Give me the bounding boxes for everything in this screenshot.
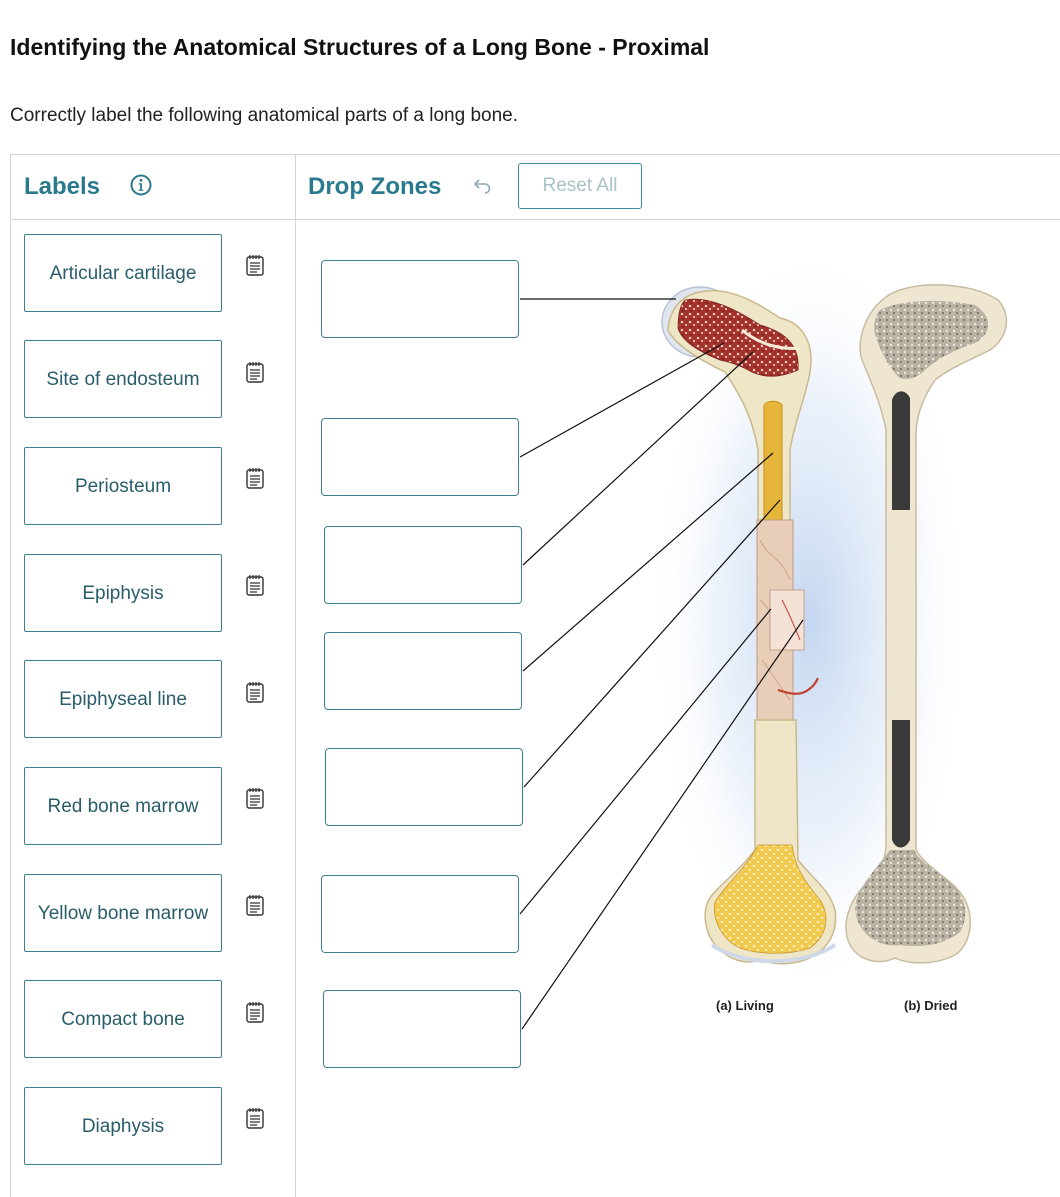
notepad-icon[interactable] <box>245 467 265 489</box>
info-circle-icon[interactable] <box>130 174 152 196</box>
caption-living: (a) Living <box>716 998 774 1013</box>
dried-bone <box>845 284 1008 964</box>
living-bone <box>661 286 837 965</box>
notepad-icon[interactable] <box>245 361 265 383</box>
notepad-icon[interactable] <box>245 1001 265 1023</box>
leader-lines <box>519 298 804 1030</box>
label-periosteum[interactable]: Periosteum <box>24 447 222 525</box>
drop-zone-7[interactable] <box>323 990 521 1068</box>
label-compact-bone[interactable]: Compact bone <box>24 980 222 1058</box>
drop-zones-panel <box>295 154 1060 1197</box>
instructions: Correctly label the following anatomical… <box>10 105 519 126</box>
label-articular-cartilage[interactable]: Articular cartilage <box>24 234 222 312</box>
page-title: Identifying the Anatomical Structures of… <box>10 34 710 60</box>
notepad-icon[interactable] <box>245 574 265 596</box>
label-diaphysis[interactable]: Diaphysis <box>24 1087 222 1165</box>
labels-panel <box>10 154 296 1197</box>
drop-zone-4[interactable] <box>324 632 522 710</box>
caption-dried: (b) Dried <box>904 998 958 1013</box>
panel-header-divider <box>10 219 1060 220</box>
drop-zone-1[interactable] <box>321 260 519 338</box>
drop-zone-6[interactable] <box>321 875 519 953</box>
drop-zones-heading: Drop Zones <box>308 173 442 200</box>
label-yellow-bone-marrow[interactable]: Yellow bone marrow <box>24 874 222 952</box>
drop-zone-3[interactable] <box>324 526 522 604</box>
notepad-icon[interactable] <box>245 254 265 276</box>
notepad-icon[interactable] <box>245 894 265 916</box>
reset-all-button[interactable]: Reset All <box>518 163 642 209</box>
long-bone-figure <box>519 240 1008 1030</box>
labels-heading: Labels <box>24 173 101 200</box>
label-red-bone-marrow[interactable]: Red bone marrow <box>24 767 222 845</box>
drop-zone-2[interactable] <box>321 418 519 496</box>
notepad-icon[interactable] <box>245 1107 265 1129</box>
notepad-icon[interactable] <box>245 681 265 703</box>
notepad-icon[interactable] <box>245 787 265 809</box>
label-epiphysis[interactable]: Epiphysis <box>24 554 222 632</box>
undo-arrow-icon[interactable] <box>472 177 492 195</box>
label-site-of-endosteum[interactable]: Site of endosteum <box>24 340 222 418</box>
drop-zone-5[interactable] <box>325 748 523 826</box>
label-epiphyseal-line[interactable]: Epiphyseal line <box>24 660 222 738</box>
